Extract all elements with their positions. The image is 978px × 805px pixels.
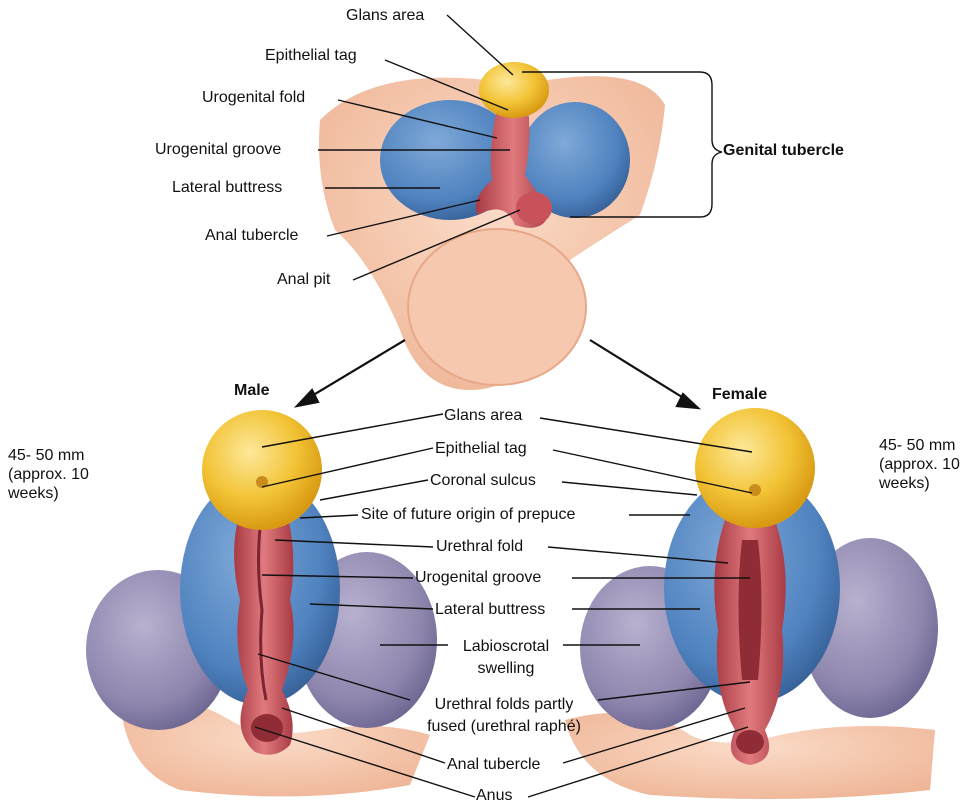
label-bottom-glans-area: Glans area	[444, 407, 522, 425]
label-bottom-anal-tubercle: Anal tubercle	[447, 756, 540, 774]
label-bottom-lateral-buttress: Lateral buttress	[435, 601, 545, 619]
label-bottom-urethral-fold: Urethral fold	[436, 538, 523, 556]
label-bottom-urethral-folds-fused: Urethral folds partly fused (urethral ra…	[408, 694, 600, 738]
male-figure	[86, 410, 437, 796]
label-genital-tubercle: Genital tubercle	[723, 142, 844, 160]
label-bottom-anus: Anus	[476, 787, 512, 805]
label-top-epithelial-tag: Epithelial tag	[265, 47, 357, 65]
label-top-urogenital-fold: Urogenital fold	[202, 89, 305, 107]
label-bottom-urogenital-groove: Urogenital groove	[415, 569, 541, 587]
label-top-anal-pit: Anal pit	[277, 271, 330, 289]
top-glans	[479, 62, 549, 118]
male-glans	[202, 410, 322, 530]
label-bottom-labioscrotal-swelling: Labioscrotal swelling	[448, 636, 564, 680]
label-bottom-coronal-sulcus: Coronal sulcus	[430, 472, 536, 490]
male-anus-shape	[251, 714, 283, 742]
female-title: Female	[712, 386, 767, 404]
label-top-urogenital-groove: Urogenital groove	[155, 141, 281, 159]
label-bottom-prepuce-site: Site of future origin of prepuce	[361, 506, 575, 524]
top-anal-pit-disc	[408, 229, 586, 385]
label-top-glans-area: Glans area	[346, 7, 424, 25]
top-anal-tubercle-shape	[516, 192, 552, 224]
label-top-lateral-buttress: Lateral buttress	[172, 179, 282, 197]
female-epithelial-tag	[749, 484, 761, 496]
female-stage-note: 45- 50 mm (approx. 10 weeks)	[879, 436, 960, 493]
male-stage-note: 45- 50 mm (approx. 10 weeks)	[8, 446, 89, 503]
male-title: Male	[234, 382, 270, 400]
female-urogenital-groove	[739, 540, 762, 680]
label-bottom-epithelial-tag: Epithelial tag	[435, 440, 527, 458]
female-glans	[695, 408, 815, 528]
label-top-anal-tubercle: Anal tubercle	[205, 227, 298, 245]
female-anus-shape	[736, 730, 764, 754]
